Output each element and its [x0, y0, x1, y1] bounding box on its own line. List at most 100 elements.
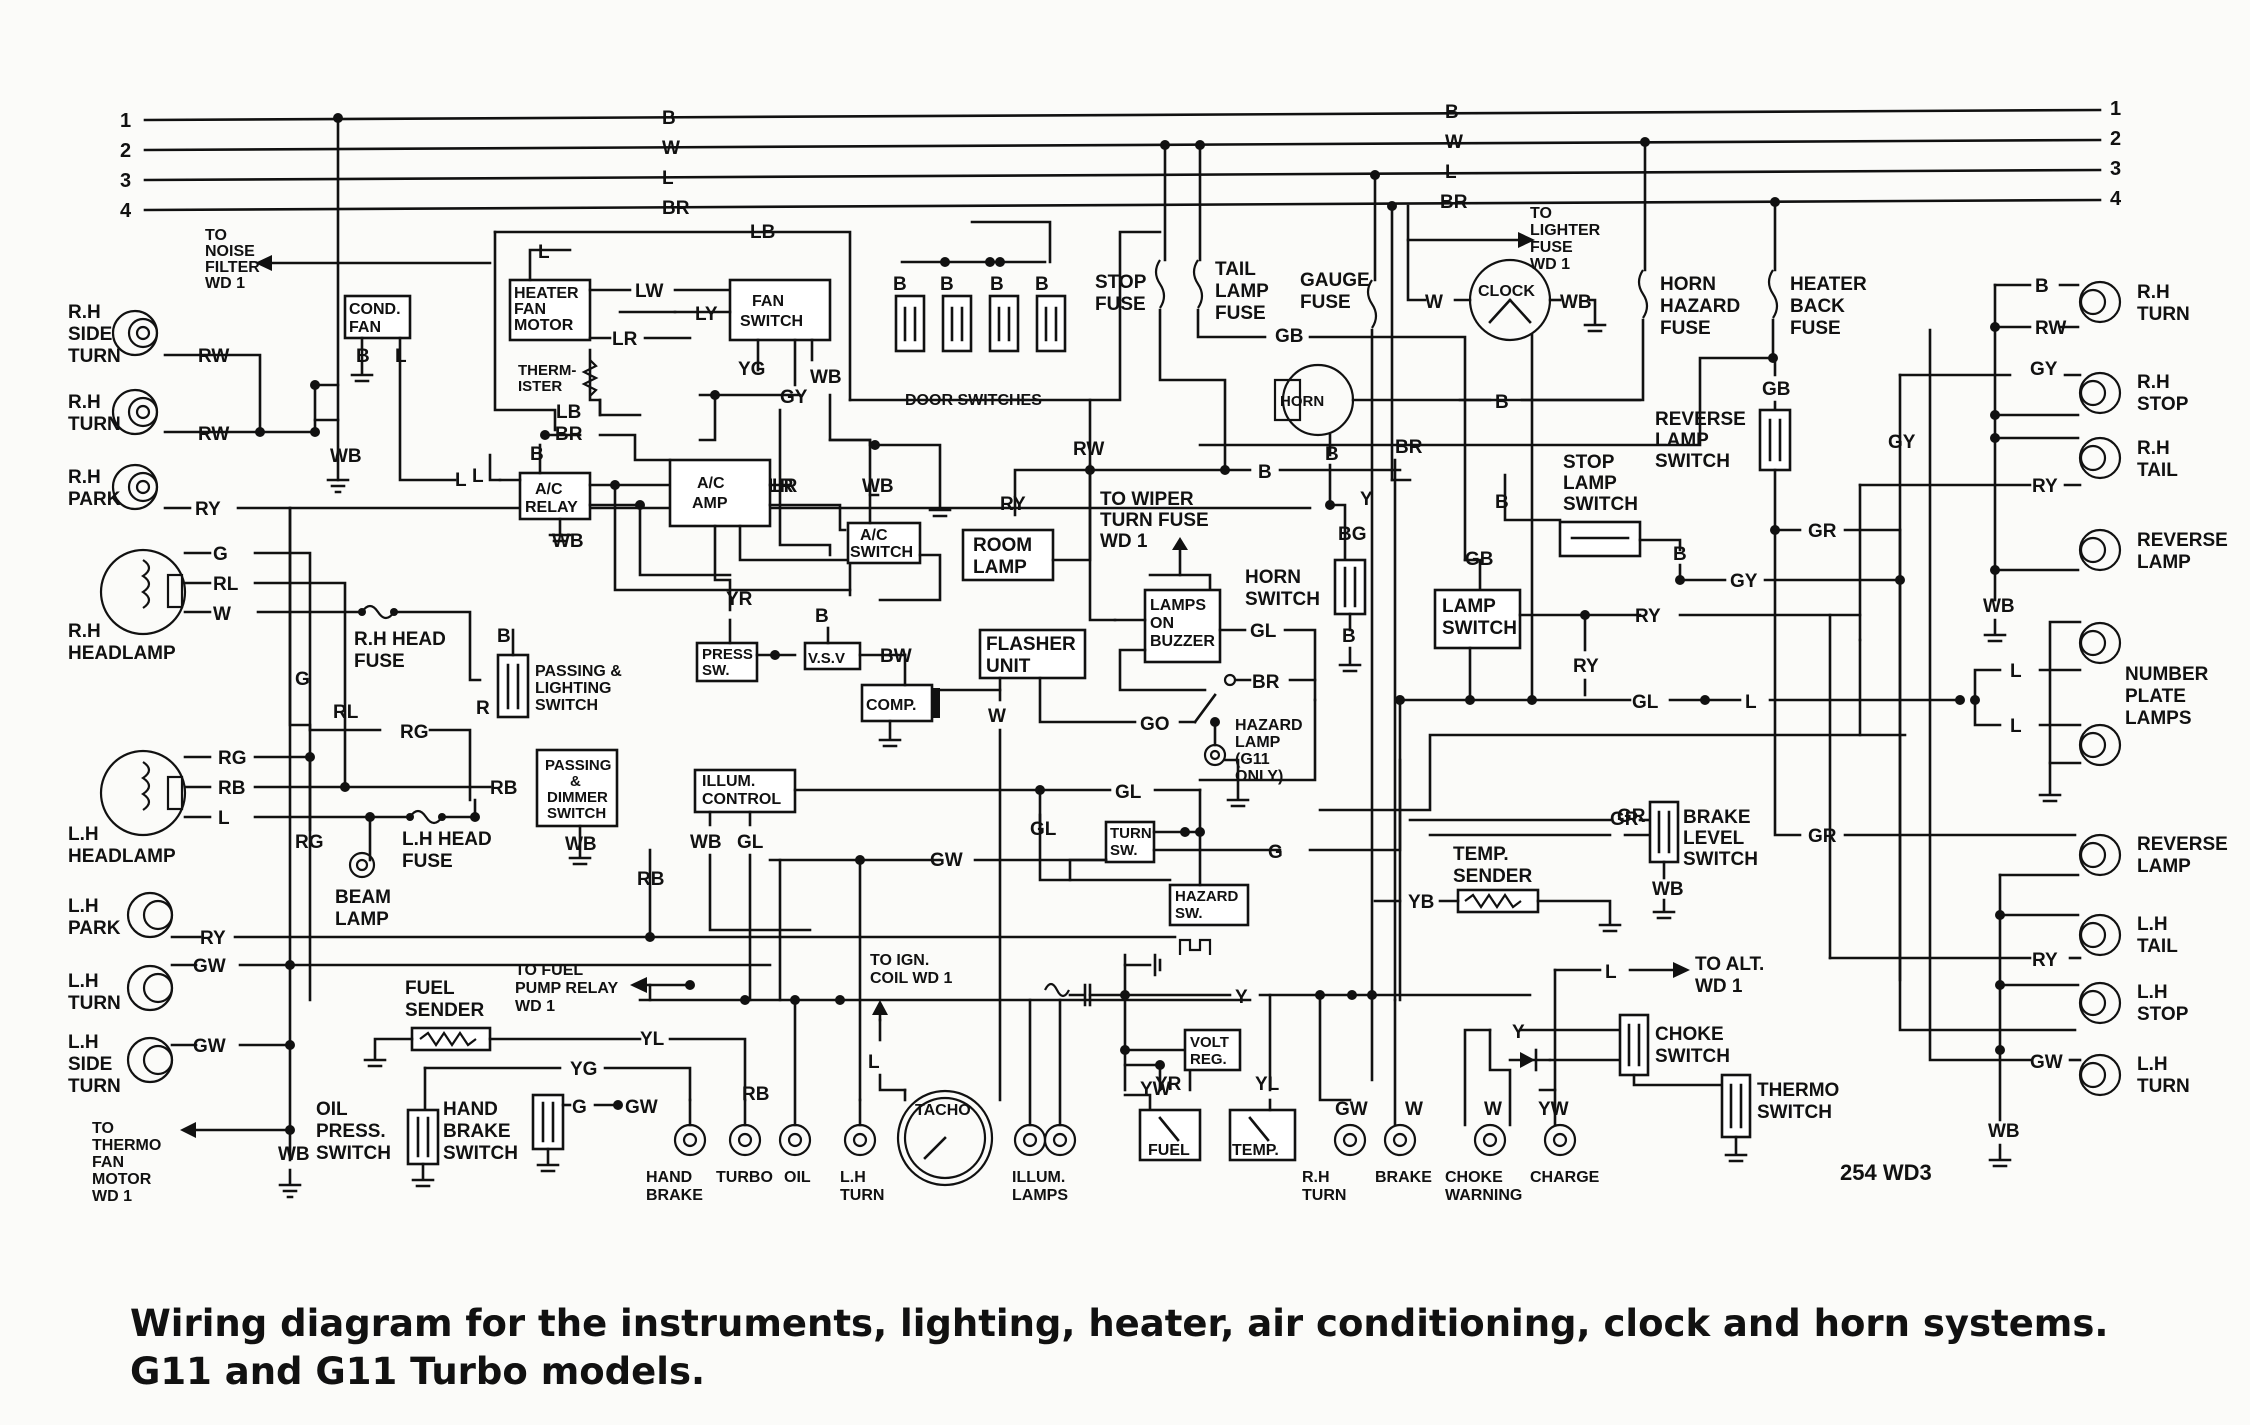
lh-park-lamp: L.H PARK	[68, 891, 174, 939]
svg-text:LAMPS: LAMPS	[1150, 597, 1206, 614]
bus-4-label-left: 4	[120, 200, 132, 222]
svg-text:TO: TO	[1530, 205, 1552, 222]
rh-park-lamp: R.H PARK	[68, 463, 159, 511]
svg-text:FUSE: FUSE	[1300, 292, 1351, 313]
svg-text:WB: WB	[552, 531, 584, 552]
svg-text:PASSING &: PASSING &	[535, 663, 622, 680]
svg-text:LAMP: LAMP	[1215, 281, 1269, 302]
svg-text:G: G	[295, 669, 310, 690]
svg-text:TURN: TURN	[2137, 304, 2190, 325]
svg-text:LAMPS: LAMPS	[2125, 708, 2192, 729]
horn: HORN B B BG	[1273, 363, 1642, 562]
svg-text:YR: YR	[1155, 1074, 1182, 1095]
svg-text:YL: YL	[1255, 1074, 1280, 1095]
svg-text:FUSE: FUSE	[1215, 303, 1266, 324]
svg-text:RL: RL	[213, 574, 239, 595]
svg-text:CLOCK: CLOCK	[1478, 283, 1535, 300]
svg-text:WD 1: WD 1	[205, 275, 245, 292]
svg-text:B: B	[497, 626, 511, 647]
temp-gauge: TEMP.	[1228, 1108, 1297, 1162]
svg-text:LEVEL: LEVEL	[1683, 828, 1745, 849]
svg-text:WB: WB	[862, 476, 894, 497]
svg-text:WARNING: WARNING	[1445, 1187, 1522, 1204]
svg-text:SWITCH: SWITCH	[1655, 1046, 1730, 1067]
svg-text:HEADLAMP: HEADLAMP	[68, 643, 176, 664]
svg-text:FUSE: FUSE	[354, 651, 405, 672]
svg-text:HORN: HORN	[1245, 567, 1301, 588]
svg-text:RL: RL	[333, 702, 359, 723]
svg-text:SIDE: SIDE	[68, 324, 112, 345]
svg-text:Y: Y	[1512, 1022, 1525, 1043]
svg-text:PRESS.: PRESS.	[316, 1121, 386, 1142]
svg-text:ISTER: ISTER	[518, 378, 562, 395]
bus-lines: 1 2 3 4 1 2 3 4 B B W W L L BR BR	[120, 98, 2122, 222]
svg-text:TURN FUSE: TURN FUSE	[1100, 510, 1209, 531]
svg-text:GY: GY	[780, 387, 808, 408]
svg-text:HAZARD: HAZARD	[1235, 717, 1303, 734]
svg-text:GY: GY	[1730, 571, 1758, 592]
cond-fan: COND. FAN B L L	[343, 294, 467, 491]
svg-text:L.H: L.H	[2137, 1054, 2168, 1075]
svg-text:RB: RB	[742, 1084, 769, 1105]
svg-text:TEMP.: TEMP.	[1453, 844, 1509, 865]
svg-text:BR: BR	[1395, 437, 1423, 458]
svg-text:R.H HEAD: R.H HEAD	[354, 629, 446, 650]
svg-text:LAMP: LAMP	[1235, 734, 1281, 751]
to-thermo-fan-motor: TO THERMO FAN MOTOR WD 1	[92, 1120, 292, 1205]
svg-text:WB: WB	[278, 1144, 310, 1165]
svg-text:GW: GW	[193, 956, 226, 977]
svg-text:L: L	[472, 466, 484, 487]
svg-text:BRAKE: BRAKE	[1683, 807, 1751, 828]
svg-text:V.S.V: V.S.V	[808, 650, 845, 667]
svg-text:YR: YR	[726, 589, 753, 610]
lh-side-turn-lamp: L.H SIDE TURN	[68, 1032, 174, 1097]
svg-text:PARK: PARK	[68, 489, 121, 510]
svg-text:B: B	[1325, 444, 1339, 465]
svg-text:STOP: STOP	[2137, 394, 2189, 415]
svg-text:R.H: R.H	[2137, 372, 2170, 393]
svg-text:SW.: SW.	[1110, 842, 1138, 859]
bus-1-label-right: 1	[2110, 98, 2121, 120]
svg-text:TO WIPER: TO WIPER	[1100, 489, 1194, 510]
wiper-turn-fuse: TO WIPER TURN FUSE WD 1	[1100, 489, 1212, 592]
svg-text:BRAKE: BRAKE	[1375, 1169, 1432, 1186]
svg-text:TURN: TURN	[2137, 1076, 2190, 1097]
svg-text:RY: RY	[2032, 950, 2058, 971]
room-lamp: RY ROOM LAMP B RW	[961, 398, 1402, 622]
svg-text:RY: RY	[1573, 656, 1599, 677]
svg-text:GR: GR	[1808, 521, 1837, 542]
svg-text:FUSE: FUSE	[1095, 294, 1146, 315]
bus-3-wire-code: L	[662, 168, 674, 189]
horn-switch: HORN SWITCH B	[1245, 558, 1367, 673]
svg-text:B: B	[1495, 492, 1509, 513]
svg-text:GW: GW	[193, 1036, 226, 1057]
svg-text:SWITCH: SWITCH	[1245, 589, 1320, 610]
svg-text:SWITCH: SWITCH	[547, 805, 606, 822]
svg-text:GL: GL	[1632, 692, 1659, 713]
svg-text:WB: WB	[810, 367, 842, 388]
temp-sender: TEMP. SENDER YB	[1373, 844, 1622, 933]
svg-text:LIGHTER: LIGHTER	[1530, 222, 1601, 239]
svg-text:HEADLAMP: HEADLAMP	[68, 846, 176, 867]
svg-text:GY: GY	[1888, 432, 1916, 453]
svg-text:PARK: PARK	[68, 918, 121, 939]
svg-text:FLASHER: FLASHER	[986, 634, 1076, 655]
oil-press-switch: OIL PRESS. SWITCH	[316, 1099, 440, 1188]
svg-text:LAMP: LAMP	[1563, 473, 1617, 494]
svg-text:B: B	[530, 444, 544, 465]
svg-text:LR: LR	[772, 476, 798, 497]
svg-text:UNIT: UNIT	[986, 656, 1031, 677]
svg-text:TURN: TURN	[1110, 825, 1152, 842]
svg-text:REVERSE: REVERSE	[2137, 530, 2228, 551]
br-contact: BR	[1223, 672, 1317, 693]
reverse-lamp-switch: REVERSE LAMP SWITCH GB GR GR	[1655, 356, 2077, 847]
flasher-unit: FLASHER UNIT W	[978, 628, 1087, 1102]
indicator-rh-turn: GW R.H TURN	[1302, 993, 1368, 1204]
svg-text:GB: GB	[1465, 549, 1494, 570]
svg-text:WB: WB	[1652, 879, 1684, 900]
svg-text:COND.: COND.	[349, 301, 401, 318]
svg-text:BRAKE: BRAKE	[646, 1187, 703, 1204]
svg-text:W: W	[213, 604, 231, 625]
svg-text:ROOM: ROOM	[973, 535, 1032, 556]
rh-turn-rear: R.H TURN B RW	[1993, 276, 2190, 339]
